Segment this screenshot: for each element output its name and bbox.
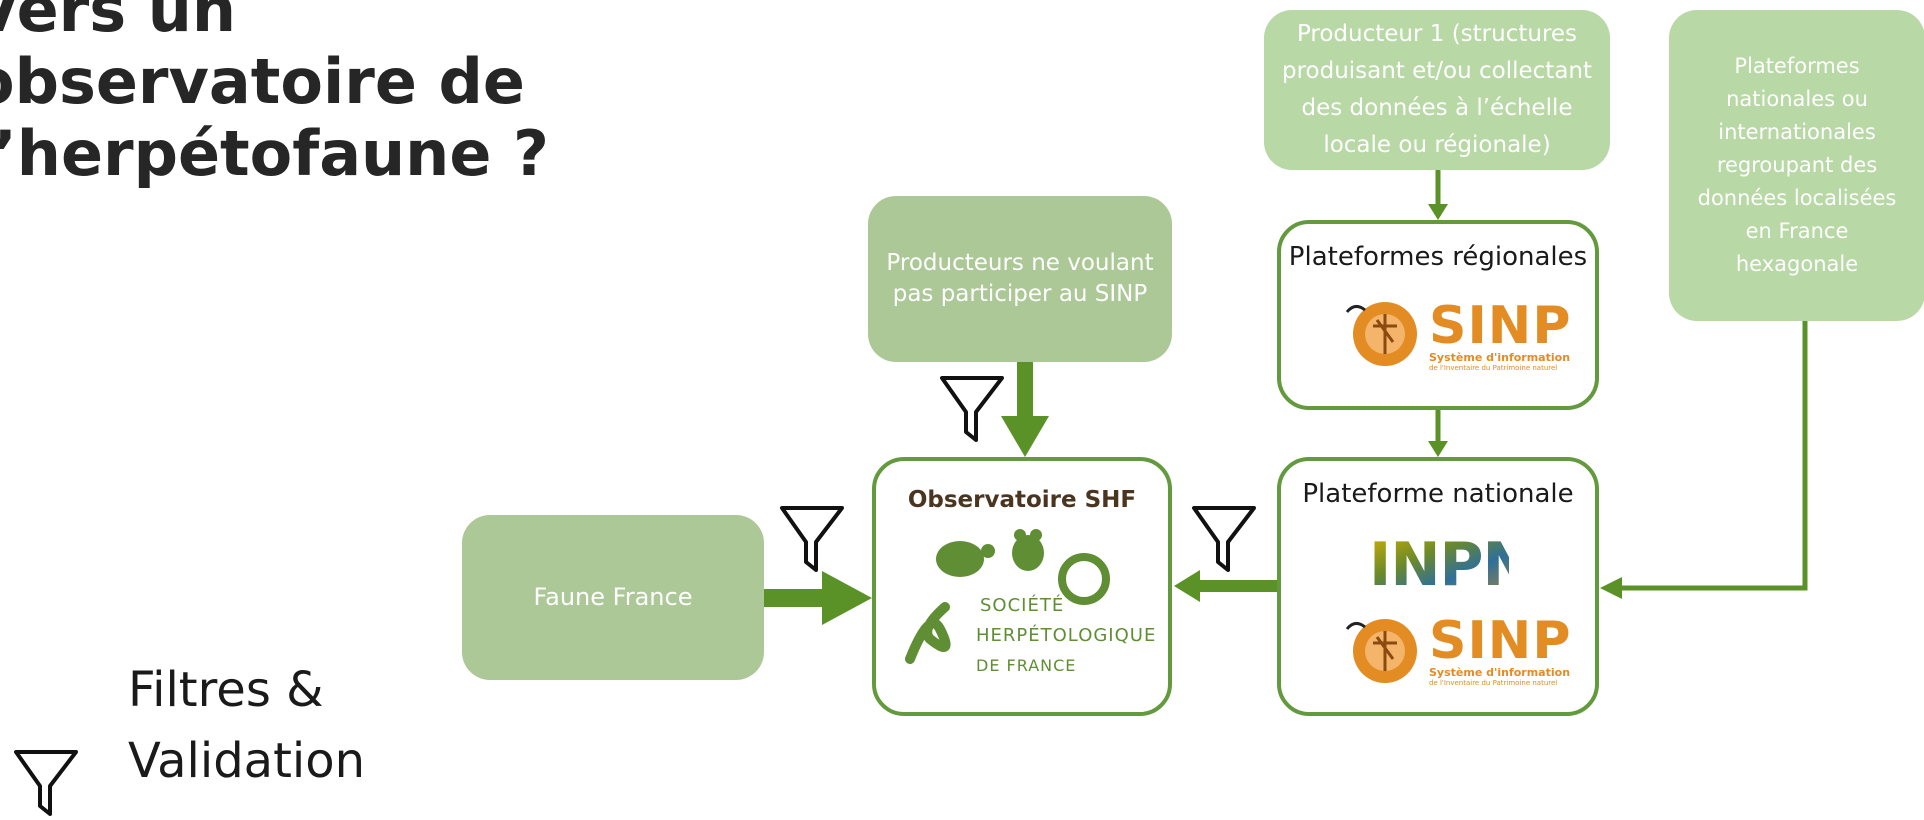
sinp-logo-text: SINP: [1429, 611, 1572, 671]
node-faune-france: Faune France: [462, 515, 764, 680]
funnel-icon-legend: [14, 750, 78, 816]
shf-logo-animals: [905, 529, 1110, 664]
snake-icon: [905, 602, 951, 664]
slide-title: Vers un observatoire de l’herpétofaune ?: [0, 0, 549, 190]
legend-label: Filtres & Validation: [128, 655, 365, 797]
arrow-nationale-to-observatoire: [1174, 570, 1277, 602]
arrow-faune-to-observatoire: [764, 571, 872, 625]
node-plateforme-nationale-title: Plateforme nationale: [1302, 479, 1574, 509]
lizard-icon: [1058, 553, 1110, 605]
sinp-logo: SINP Système d'information de l'Inventai…: [1429, 300, 1571, 373]
node-plateformes-regionales: Plateformes régionales SINP Système d'in…: [1277, 220, 1599, 410]
node-plateforme-nationale: Plateforme nationale INPN SINP Système d…: [1277, 457, 1599, 716]
arrow-regional-to-nationale: [1428, 410, 1448, 457]
sinp-logo-emblem: [1345, 619, 1417, 683]
arrow-producteurs-to-observatoire: [1001, 362, 1049, 457]
arrow-international-to-nationale: [1600, 321, 1808, 599]
shf-logo-line-3: DE FRANCE: [976, 656, 1077, 675]
title-line-3: l’herpétofaune ?: [0, 117, 549, 190]
shf-logo-line-2: HERPÉTOLOGIQUE: [976, 625, 1157, 646]
turtle-icon: [936, 541, 984, 577]
sinp-logo-subtitle: Système d'information: [1429, 351, 1571, 364]
node-producteurs-non-sinp-label: Producteurs ne voulant pas participer au…: [886, 250, 1154, 307]
funnel-icon-nationale: [1192, 506, 1256, 572]
sinp-logo-emblem: [1345, 302, 1417, 366]
title-line-2: observatoire de: [0, 45, 525, 118]
legend-line-1: Filtres &: [128, 662, 324, 718]
frog-icon: [1012, 535, 1044, 571]
arrow-producteur1-to-regional: [1428, 170, 1448, 220]
node-observatoire-shf-title: Observatoire SHF: [907, 487, 1137, 513]
shf-logo-line-1: SOCIÉTÉ: [980, 595, 1065, 616]
sinp-logo-subtitle-2: de l'Inventaire du Patrimoine naturel: [1429, 364, 1558, 372]
funnel-icon-producteurs: [940, 376, 1004, 442]
title-line-1: Vers un: [0, 0, 236, 46]
inpn-logo-graphic: INPN: [1369, 530, 1533, 600]
sinp-logo-subtitle-2: de l'Inventaire du Patrimoine naturel: [1429, 679, 1558, 687]
node-plateformes-internationales: Plateformes nationales ou internationale…: [1669, 10, 1924, 321]
legend-line-2: Validation: [128, 733, 366, 789]
inpn-logo-text: INPN: [1369, 530, 1509, 595]
sinp-logo-subtitle: Système d'information: [1429, 666, 1571, 679]
sinp-logo-text: SINP: [1429, 296, 1572, 356]
node-plateformes-internationales-label: Plateformes nationales ou internationale…: [1697, 54, 1897, 276]
node-producteur-1-label: Producteur 1 (structures produisant et/o…: [1281, 21, 1593, 158]
node-producteur-1: Producteur 1 (structures produisant et/o…: [1264, 10, 1610, 170]
inpn-logo: INPN: [1369, 529, 1533, 609]
shf-logo-text: SOCIÉTÉ HERPÉTOLOGIQUE DE FRANCE: [976, 591, 1156, 681]
node-producteurs-non-sinp: Producteurs ne voulant pas participer au…: [868, 196, 1172, 362]
node-faune-france-label: Faune France: [533, 583, 693, 611]
node-observatoire-shf: Observatoire SHF SOCIÉTÉ HERPÉTOLOGIQUE …: [872, 457, 1172, 716]
sinp-logo: SINP Système d'information de l'Inventai…: [1429, 615, 1571, 688]
funnel-icon-faune: [780, 506, 844, 572]
node-plateformes-regionales-title: Plateformes régionales: [1288, 242, 1588, 272]
